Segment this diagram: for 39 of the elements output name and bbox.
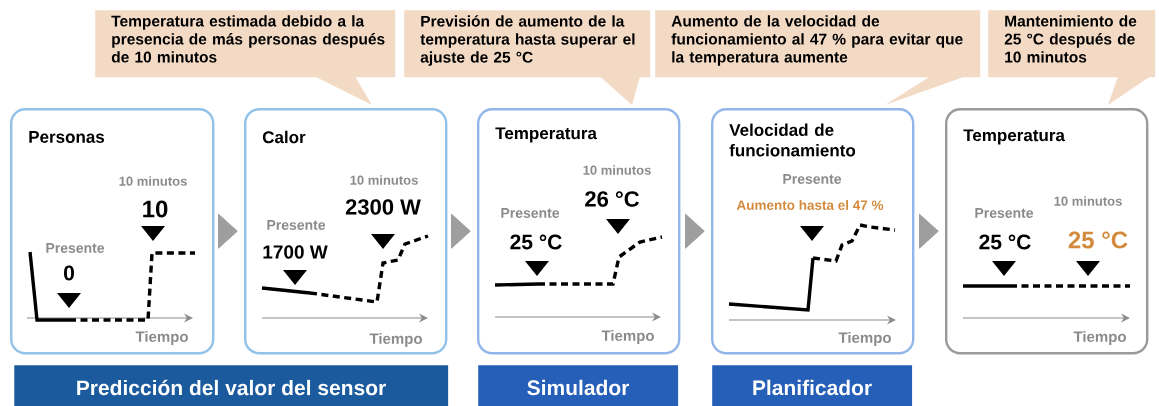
value-label: 10 xyxy=(143,200,168,218)
axis-label: Tiempo xyxy=(601,330,654,344)
section-band: Predicción del valor del sensor xyxy=(14,365,449,406)
axis-label: Tiempo xyxy=(369,333,422,347)
panel-title: Velocidad de funcionamiento xyxy=(729,123,856,157)
value-label: 25 °C xyxy=(510,234,562,250)
panel-title: Temperatura xyxy=(963,129,1065,145)
chevron-arrow xyxy=(918,213,939,249)
time-label: Presente xyxy=(501,208,560,218)
section-band: Simulador xyxy=(478,365,679,406)
value-label: 0 xyxy=(64,265,74,281)
value-label: 26 °C xyxy=(585,191,639,207)
time-label: Presente xyxy=(783,174,842,184)
axis-label: Tiempo xyxy=(838,332,891,346)
value-label: 25 °C xyxy=(979,234,1031,250)
value-label: 2300 W xyxy=(345,199,421,215)
callout-box: Temperatura estimada debido a la presencia de más personas después de 10 minutos xyxy=(95,10,396,105)
time-label: 10 minutos xyxy=(583,165,651,175)
time-label: 10 minutos xyxy=(350,175,418,185)
chevron-arrow xyxy=(217,213,238,249)
time-label: 10 minutos xyxy=(119,176,187,186)
callout-box: Mantenimiento de 25 °C después de 10 minutos xyxy=(988,10,1156,105)
chevron-arrow xyxy=(450,213,471,249)
callout-box: Aumento de la velocidad de funcionamiento al 47 % para evitar que la temperatura aumente xyxy=(655,10,981,105)
chevron-arrow xyxy=(684,213,705,249)
callout-box: Previsión de aumento de la temperatura hasta superar el ajuste de 25 °C xyxy=(404,10,651,105)
value-label: 25 °C xyxy=(1068,231,1128,249)
axis-label: Tiempo xyxy=(135,331,188,345)
panel-title: Calor xyxy=(262,130,306,144)
axis-label: Tiempo xyxy=(1073,331,1126,345)
time-label: Presente xyxy=(46,243,105,253)
value-label: 1700 W xyxy=(263,245,328,259)
time-label: Presente xyxy=(267,220,326,230)
section-band: Planificador xyxy=(712,365,913,406)
panel-title: Personas xyxy=(29,131,105,143)
time-label: Presente xyxy=(975,208,1034,218)
panel-title: Temperatura xyxy=(495,127,598,143)
value-label: Aumento hasta el 47 % xyxy=(736,200,884,210)
time-label: 10 minutos xyxy=(1054,196,1122,206)
